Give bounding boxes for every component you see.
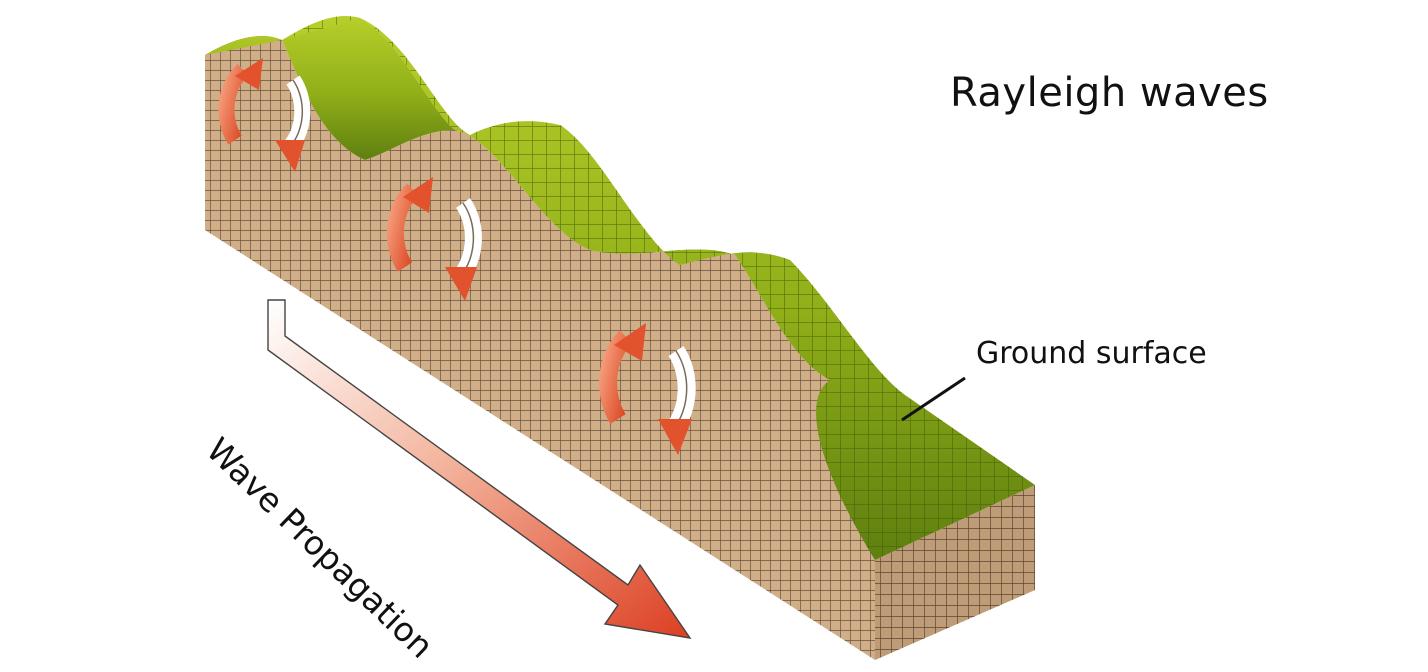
ground-surface-grid <box>282 16 1035 561</box>
soil-front-face <box>205 35 875 661</box>
ground-surface-label: Ground surface <box>976 336 1207 371</box>
circular-rotation-arrows-icon <box>599 323 696 455</box>
ground-surface-leader-line <box>901 376 966 422</box>
diagram-title: Rayleigh waves <box>950 70 1269 116</box>
circular-rotation-arrows-icon <box>218 58 311 172</box>
propagation-arrow-icon <box>267 299 692 639</box>
soil-end-face <box>875 485 1035 660</box>
ground-surface <box>205 16 455 161</box>
circular-rotation-arrows-icon <box>386 177 482 301</box>
